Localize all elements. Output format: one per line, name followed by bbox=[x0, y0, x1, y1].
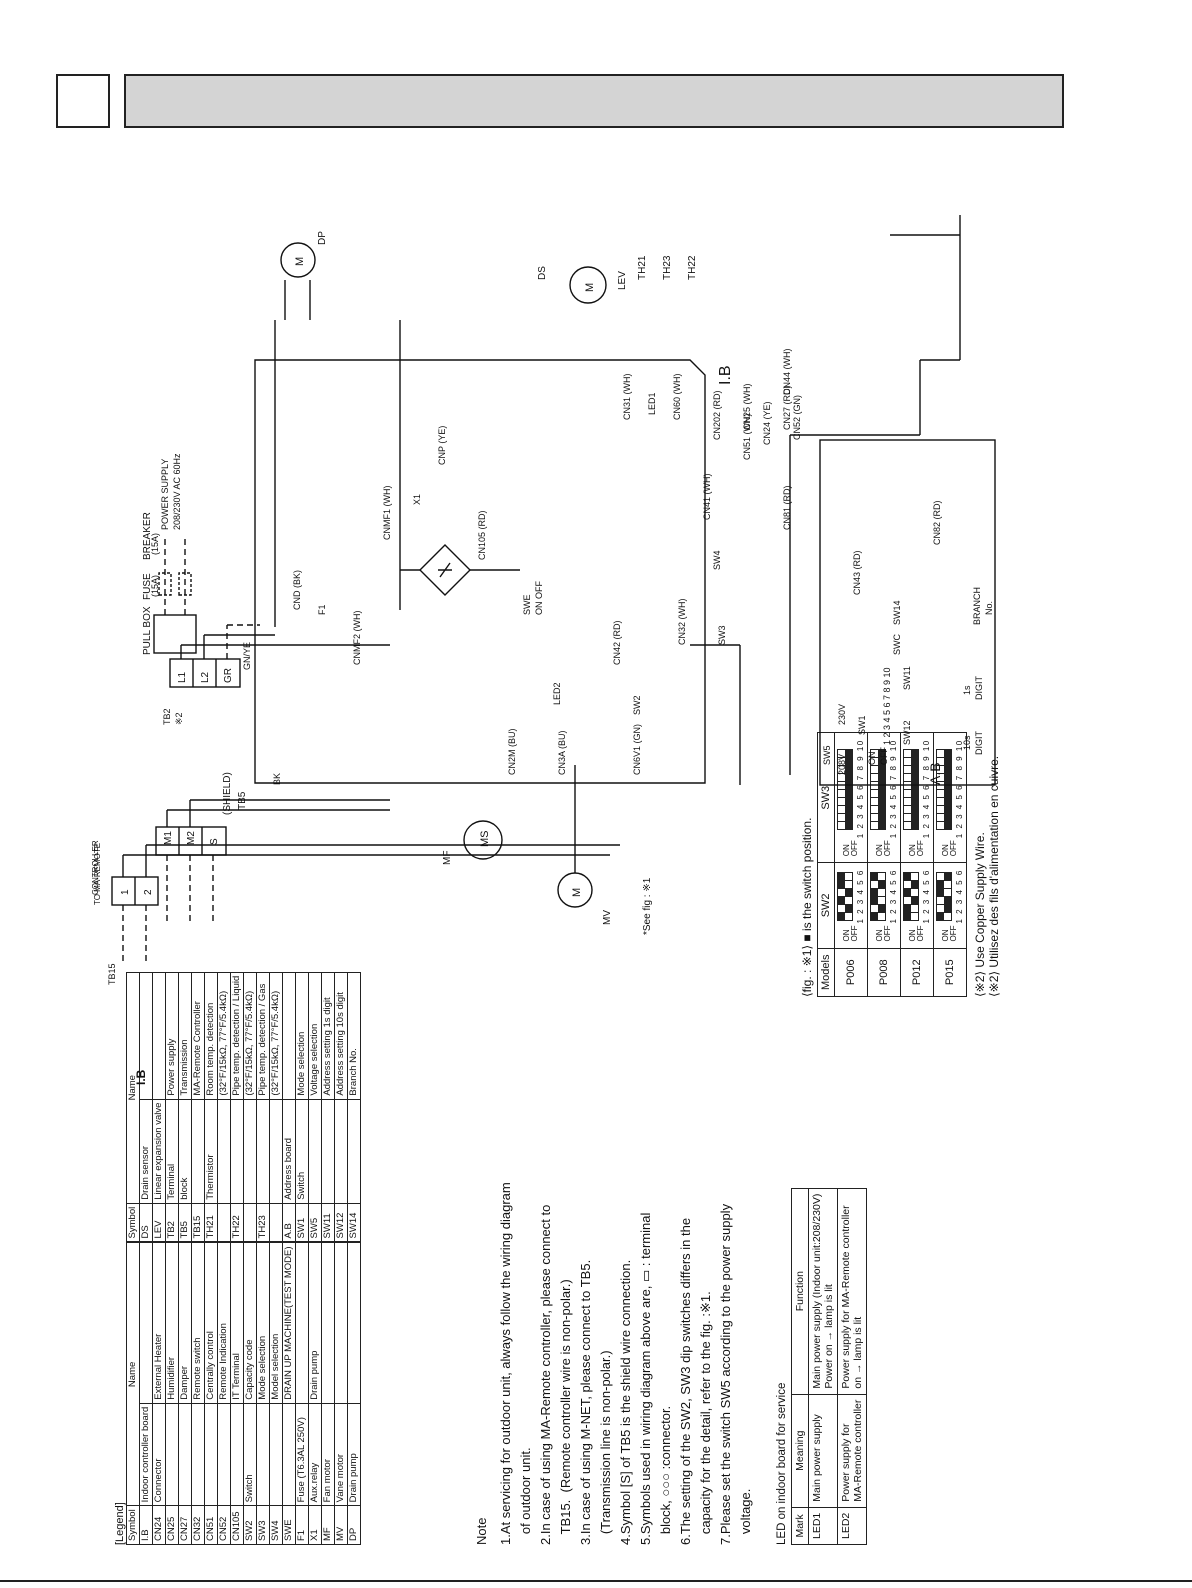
cn24-label: CN24 (YE) bbox=[762, 401, 772, 445]
fuse-label: FUSE bbox=[142, 573, 153, 600]
fan-motor bbox=[463, 820, 503, 860]
section-title-bar bbox=[124, 74, 1064, 128]
f1-label: F1 bbox=[317, 604, 327, 615]
swc-label: SWC bbox=[892, 634, 902, 655]
fuse-rating: (15A) bbox=[150, 575, 160, 597]
power-supply-label: POWER SUPPLY bbox=[160, 459, 170, 530]
tb2-term-l1: L1 bbox=[177, 671, 188, 683]
tb5-term-s: S bbox=[209, 838, 220, 845]
pull-box-label: PULL BOX bbox=[142, 606, 153, 655]
cn60-label: CN60 (WH) bbox=[672, 373, 682, 420]
tb5-term-m1: M1 bbox=[163, 831, 174, 845]
swe-on-off: ON OFF bbox=[534, 581, 544, 615]
cnp-label: CNP (YE) bbox=[437, 426, 447, 465]
sw4-label: SW4 bbox=[712, 550, 722, 570]
tb2-label: TB2 bbox=[162, 708, 172, 725]
sw11-label: SW11 bbox=[902, 666, 912, 690]
cn31-label: CN31 (WH) bbox=[622, 373, 632, 420]
dp-motor-label: M bbox=[294, 257, 306, 266]
tb15-term-2: 2 bbox=[143, 889, 154, 895]
th22-label: TH22 bbox=[687, 255, 698, 280]
cn105-label: CN105 (RD) bbox=[477, 510, 487, 560]
sw5-208v: 208V bbox=[837, 754, 847, 775]
breaker-label: BREAKER bbox=[142, 512, 153, 560]
cnd-label: CND (BK) bbox=[292, 570, 302, 610]
ab-board-label: A.B bbox=[927, 762, 943, 785]
see-fig-note: *See fig : ※1 bbox=[642, 877, 653, 935]
sw3-label: SW3 bbox=[717, 625, 727, 645]
digit10-sub: DIGIT bbox=[974, 730, 984, 755]
cnmf2-label: CNMF2 (WH) bbox=[352, 611, 362, 666]
sw5-label: SW5 bbox=[822, 745, 832, 765]
breaker-rating: (15A) bbox=[150, 533, 160, 555]
sw2-label: SW2 bbox=[632, 695, 642, 715]
led2-label: LED2 bbox=[552, 682, 562, 705]
bk-label: BK bbox=[272, 773, 282, 785]
cn32-label: CN32 (WH) bbox=[677, 598, 687, 645]
ab-on: ON bbox=[867, 752, 877, 766]
sw12-label: SW12 bbox=[902, 720, 912, 745]
sw1-label: SW1 bbox=[857, 715, 867, 735]
power-supply-rating: 208/230V AC 60Hz bbox=[172, 453, 182, 530]
cn44-label: CN44 (WH) bbox=[782, 348, 792, 395]
ab-off: OFF bbox=[879, 747, 889, 765]
ma-remote-label: TO MA-REMOTE bbox=[93, 843, 102, 905]
ds-label: DS bbox=[537, 266, 548, 280]
sw5-230v: 230V bbox=[837, 704, 847, 725]
cn42-label: CN42 (RD) bbox=[612, 620, 622, 665]
cn25-label: CN25 (WH) bbox=[742, 383, 752, 430]
th21-label: TH21 bbox=[637, 255, 648, 280]
swe-label: SWE bbox=[522, 594, 532, 615]
x1-label: X1 bbox=[412, 494, 422, 505]
ib-board-label: I.B bbox=[717, 365, 734, 385]
tb5-term-m2: M2 bbox=[186, 831, 197, 845]
cn81-label: CN81 (RD) bbox=[782, 485, 792, 530]
cn52-label: CN52 (GN) bbox=[792, 395, 802, 440]
cnmf1-label: CNMF1 (WH) bbox=[382, 486, 392, 541]
cn2m-label: CN2M (BU) bbox=[507, 728, 517, 775]
ib-label: I.B bbox=[134, 1069, 148, 1085]
th23-label: TH23 bbox=[662, 255, 673, 280]
cn82-label: CN82 (RD) bbox=[932, 500, 942, 545]
sw14-label: SW14 bbox=[892, 600, 902, 625]
branch-label: BRANCH bbox=[972, 587, 982, 625]
digit10-label: 10s bbox=[962, 735, 972, 750]
dp-label: DP bbox=[317, 231, 328, 245]
cn41-label: CN41 (WH) bbox=[702, 473, 712, 520]
digit1-sub: DIGIT bbox=[974, 675, 984, 700]
cn51-label: CN51 (WH) bbox=[742, 413, 752, 460]
lev-motor-label: M bbox=[584, 283, 596, 292]
bottom-rule bbox=[0, 1580, 1192, 1582]
tb15-term-1: 1 bbox=[120, 889, 131, 895]
mv-motor-label: M bbox=[571, 888, 583, 897]
branch-sub: No. bbox=[984, 601, 994, 615]
ms-label: MS bbox=[479, 831, 491, 848]
tb5-label: TB5 bbox=[237, 791, 248, 810]
address-board-outline bbox=[819, 439, 996, 786]
tb2-term-l2: L2 bbox=[200, 671, 211, 683]
cn3a-label: CN3A (BU) bbox=[557, 730, 567, 775]
sw1-nums: 1 2 3 4 5 6 7 8 9 10 bbox=[882, 667, 892, 745]
wiring-diagram: I.B I.B A.B TB15 1 2 M1 M2 S TB5 (SHIELD… bbox=[91, 215, 996, 1085]
tb2-term-gr: GR bbox=[223, 668, 234, 683]
cn202-label: CN202 (RD) bbox=[712, 390, 722, 440]
cn27-label: CN27 (RD) bbox=[782, 385, 792, 430]
ma-remote-label-2: CONTROLLER bbox=[91, 840, 100, 895]
shield-label: (SHIELD) bbox=[222, 772, 233, 815]
mv-label: MV bbox=[602, 910, 613, 925]
led1-label: LED1 bbox=[647, 392, 657, 415]
tb15-label: TB15 bbox=[107, 963, 117, 985]
cn6v1-label: CN6V1 (GN) bbox=[632, 724, 642, 775]
mf-label: MF bbox=[442, 851, 453, 865]
gn-ye-label: GN/YE bbox=[242, 642, 252, 670]
cn43-label: CN43 (RD) bbox=[852, 550, 862, 595]
indoor-board-outline bbox=[254, 359, 706, 784]
lev-label: LEV bbox=[617, 271, 628, 290]
digit1-label: 1s bbox=[962, 685, 972, 695]
tb2-note: ※2 bbox=[174, 712, 184, 725]
section-number-box bbox=[56, 74, 110, 128]
drain-pump-motor bbox=[280, 242, 316, 278]
lev-motor bbox=[569, 266, 607, 304]
